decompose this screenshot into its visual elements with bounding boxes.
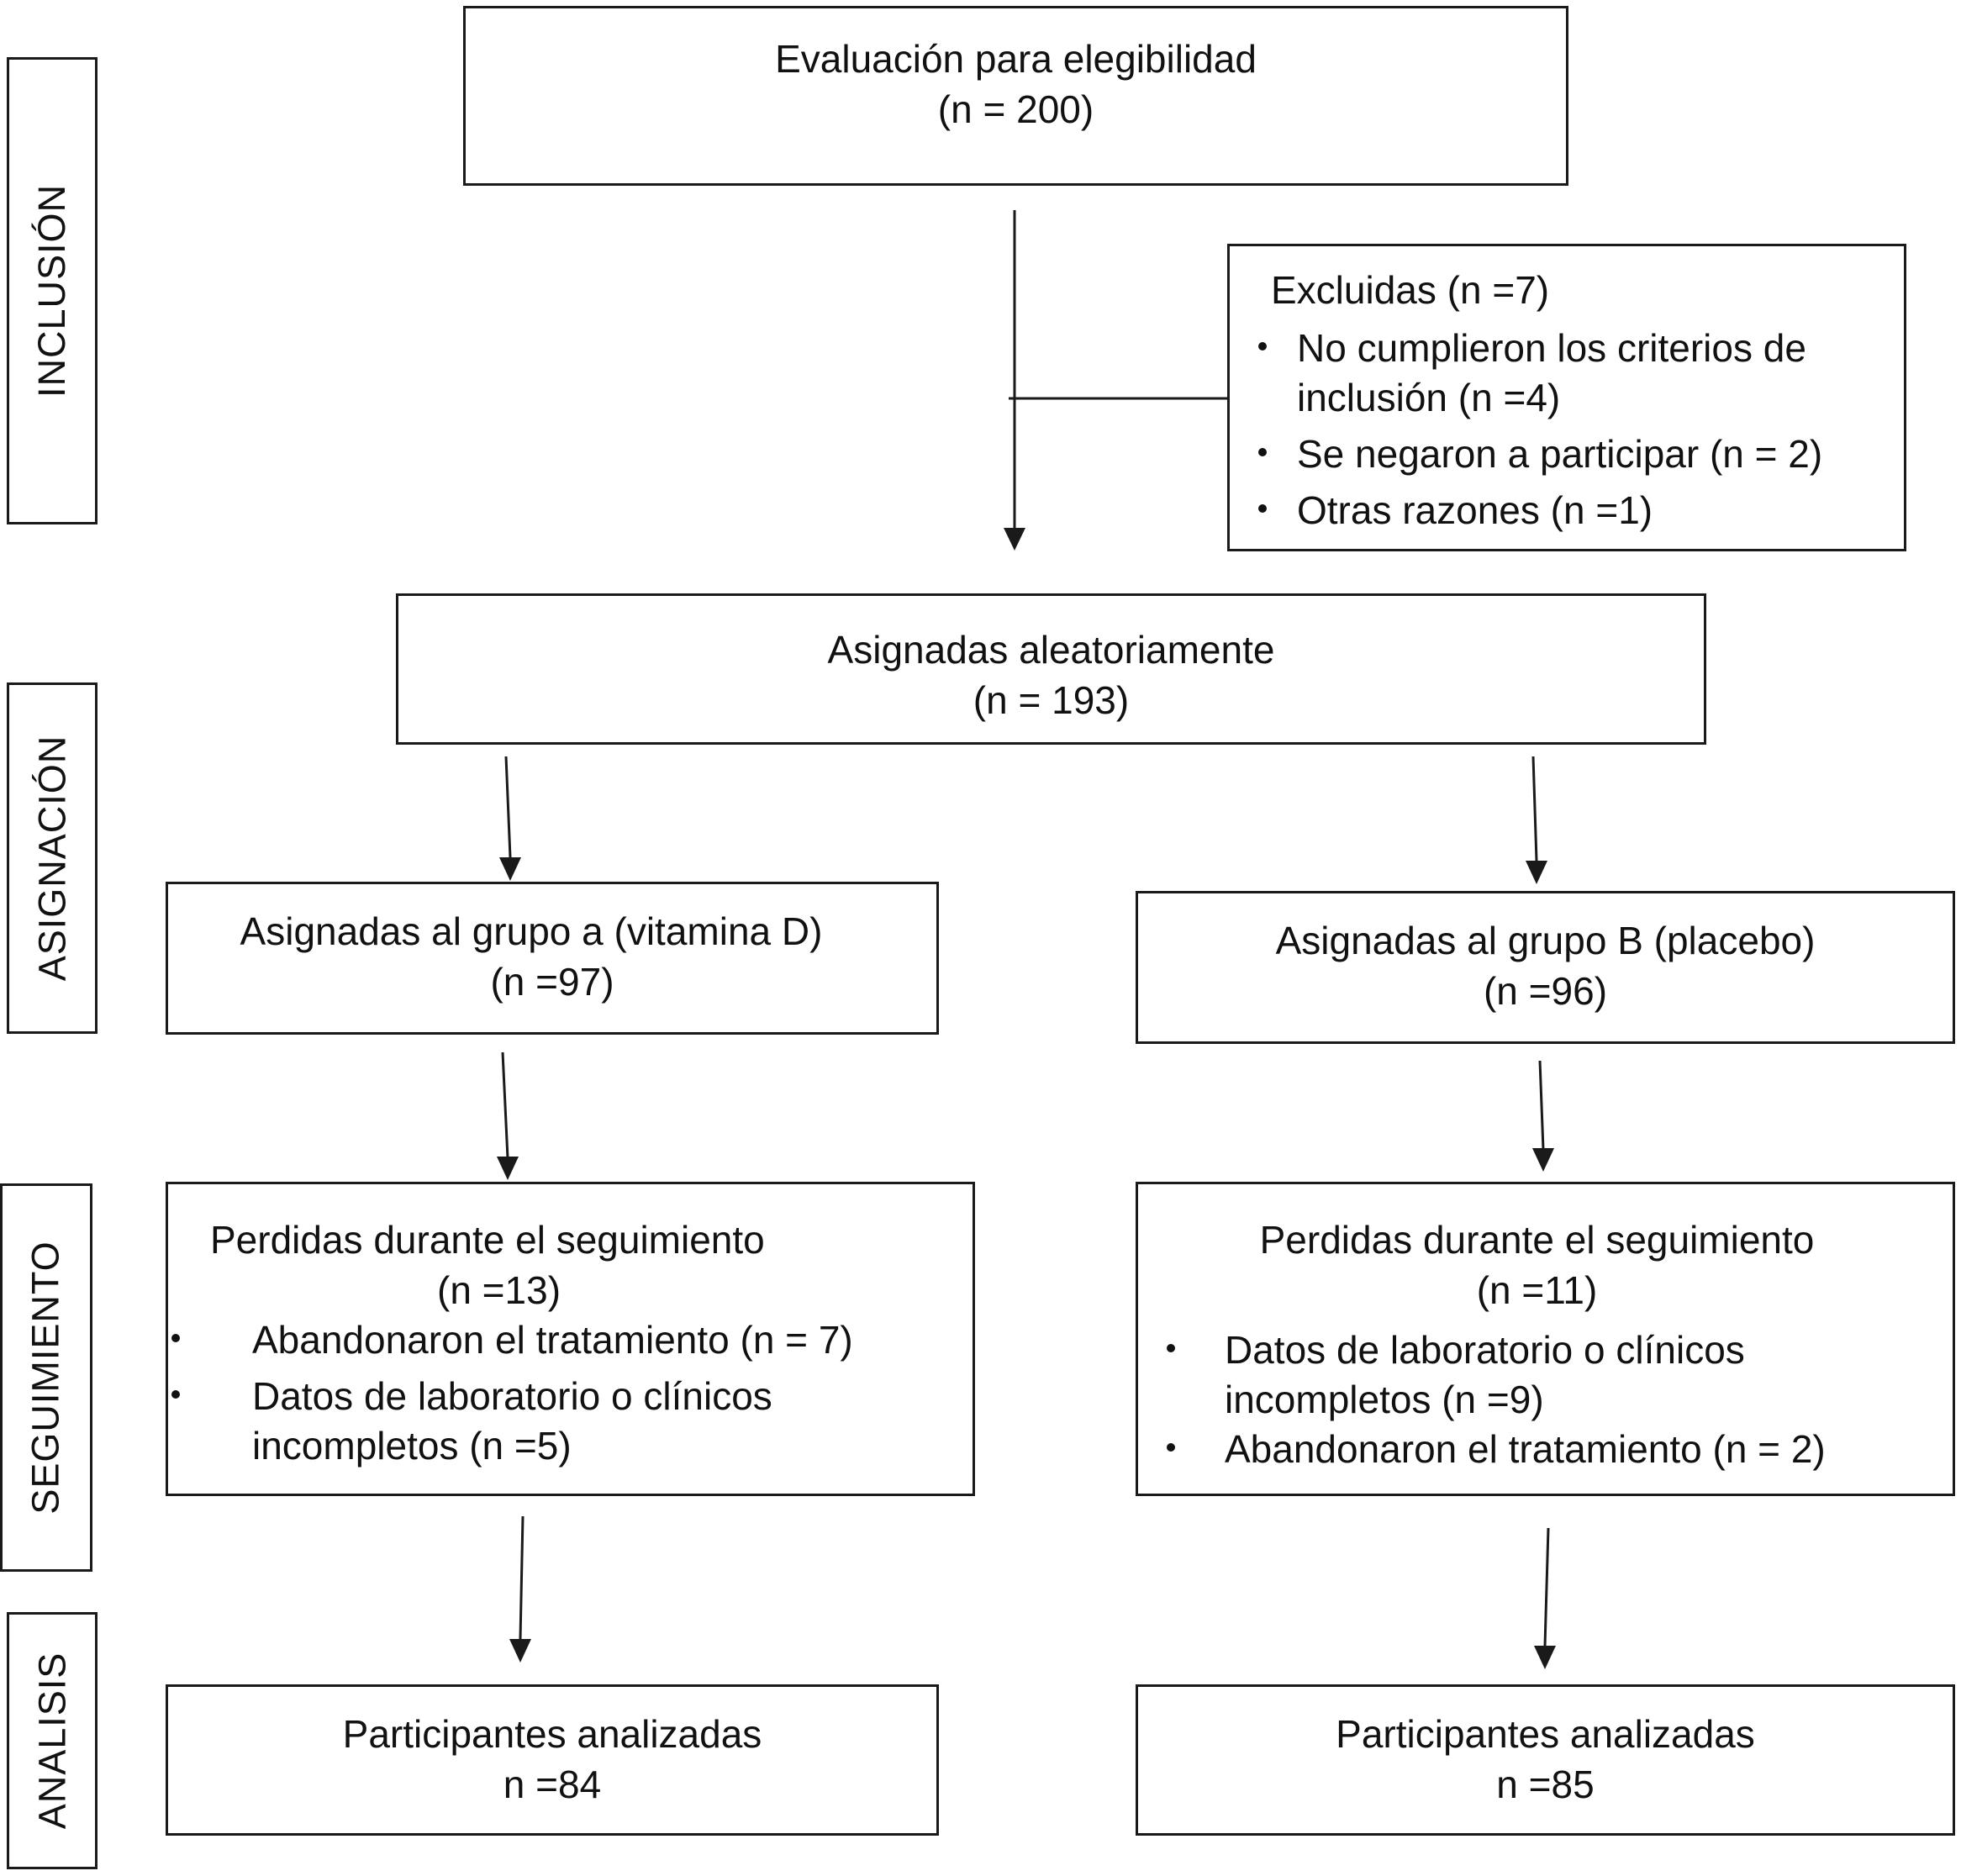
phase-label-analysis: ANALISIS bbox=[7, 1612, 98, 1869]
connector-b-to-lost-b bbox=[1538, 1060, 1545, 1151]
lost-a-reason-item: Datos de laboratorio o clínicos incomple… bbox=[143, 1372, 964, 1471]
lost-a-count: (n =13) bbox=[437, 1268, 561, 1312]
arrowhead-randomized bbox=[1004, 528, 1025, 551]
lost-a-title: Perdidas durante el seguimiento bbox=[210, 1218, 765, 1262]
lost-b-reasons-list: Datos de laboratorio o clínicos incomple… bbox=[1138, 1325, 1936, 1474]
excluded-reason-item: No cumplieron los criterios de inclusión… bbox=[1230, 324, 1887, 423]
connector-lost-a-to-analyzed-a bbox=[519, 1515, 525, 1640]
lost-b-title: Perdidas durante el seguimiento bbox=[1259, 1218, 1815, 1262]
analyzed-b-count: n =85 bbox=[1496, 1763, 1595, 1806]
eligibility-count: (n = 200) bbox=[937, 87, 1094, 131]
excluded-box: Excluidas (n =7) No cumplieron los crite… bbox=[1227, 244, 1906, 551]
group-b-box: Asignadas al grupo B (placebo) (n =96) bbox=[1136, 891, 1955, 1044]
excluded-reasons-list: No cumplieron los criterios de inclusión… bbox=[1230, 324, 1887, 535]
lost-followup-b-box: Perdidas durante el seguimiento (n =11) … bbox=[1136, 1182, 1955, 1496]
phase-label-followup: SEGUIMIENTO bbox=[0, 1183, 92, 1572]
randomized-count: (n = 193) bbox=[973, 678, 1130, 722]
lost-b-reason-item: Datos de laboratorio o clínicos incomple… bbox=[1138, 1325, 1936, 1425]
lost-a-reason-item: Abandonaron el tratamiento (n = 7) bbox=[143, 1315, 964, 1365]
connector-lost-b-to-analyzed-b bbox=[1543, 1527, 1550, 1647]
eligibility-title: Evaluación para elegibilidad bbox=[775, 37, 1257, 81]
arrowhead-lost-a bbox=[497, 1157, 519, 1180]
analyzed-b-title: Participantes analizadas bbox=[1336, 1712, 1755, 1756]
lost-b-reason-item: Abandonaron el tratamiento (n = 2) bbox=[1138, 1425, 1936, 1474]
excluded-reason-item: Se negaron a participar (n = 2) bbox=[1230, 429, 1887, 479]
connector-randomized-to-a bbox=[504, 756, 512, 858]
arrowhead-group-b bbox=[1526, 861, 1547, 884]
arrowhead-analyzed-a bbox=[509, 1639, 531, 1663]
phase-label-assignment: ASIGNACIÓN bbox=[7, 682, 98, 1034]
analyzed-a-box: Participantes analizadas n =84 bbox=[166, 1684, 939, 1836]
group-a-count: (n =97) bbox=[490, 960, 614, 1004]
randomized-box: Asignadas aleatoriamente (n = 193) bbox=[396, 593, 1706, 745]
eligibility-box: Evaluación para elegibilidad (n = 200) bbox=[463, 6, 1568, 186]
connector-a-to-lost-a bbox=[501, 1051, 509, 1159]
excluded-title: Excluidas (n =7) bbox=[1271, 268, 1550, 312]
group-b-count: (n =96) bbox=[1483, 969, 1608, 1013]
connector-randomized-to-b bbox=[1531, 756, 1538, 862]
lost-followup-a-box: Perdidas durante el seguimiento (n =13) … bbox=[166, 1182, 975, 1496]
analyzed-a-title: Participantes analizadas bbox=[342, 1712, 762, 1756]
excluded-reason-item: Otras razones (n =1) bbox=[1230, 486, 1887, 535]
arrowhead-group-a bbox=[499, 857, 521, 881]
arrowhead-analyzed-b bbox=[1534, 1646, 1556, 1669]
phase-label-inclusion: INCLUSIÓN bbox=[7, 57, 98, 524]
analyzed-b-box: Participantes analizadas n =85 bbox=[1136, 1684, 1955, 1836]
lost-b-count: (n =11) bbox=[1476, 1268, 1598, 1312]
randomized-title: Asignadas aleatoriamente bbox=[827, 628, 1275, 672]
group-b-title: Asignadas al grupo B (placebo) bbox=[1275, 919, 1816, 962]
lost-a-reasons-list: Abandonaron el tratamiento (n = 7) Datos… bbox=[143, 1315, 964, 1471]
arrowhead-lost-b bbox=[1532, 1148, 1554, 1172]
group-a-box: Asignadas al grupo a (vitamina D) (n =97… bbox=[166, 882, 939, 1035]
analyzed-a-count: n =84 bbox=[503, 1763, 602, 1806]
group-a-title: Asignadas al grupo a (vitamina D) bbox=[240, 909, 823, 953]
